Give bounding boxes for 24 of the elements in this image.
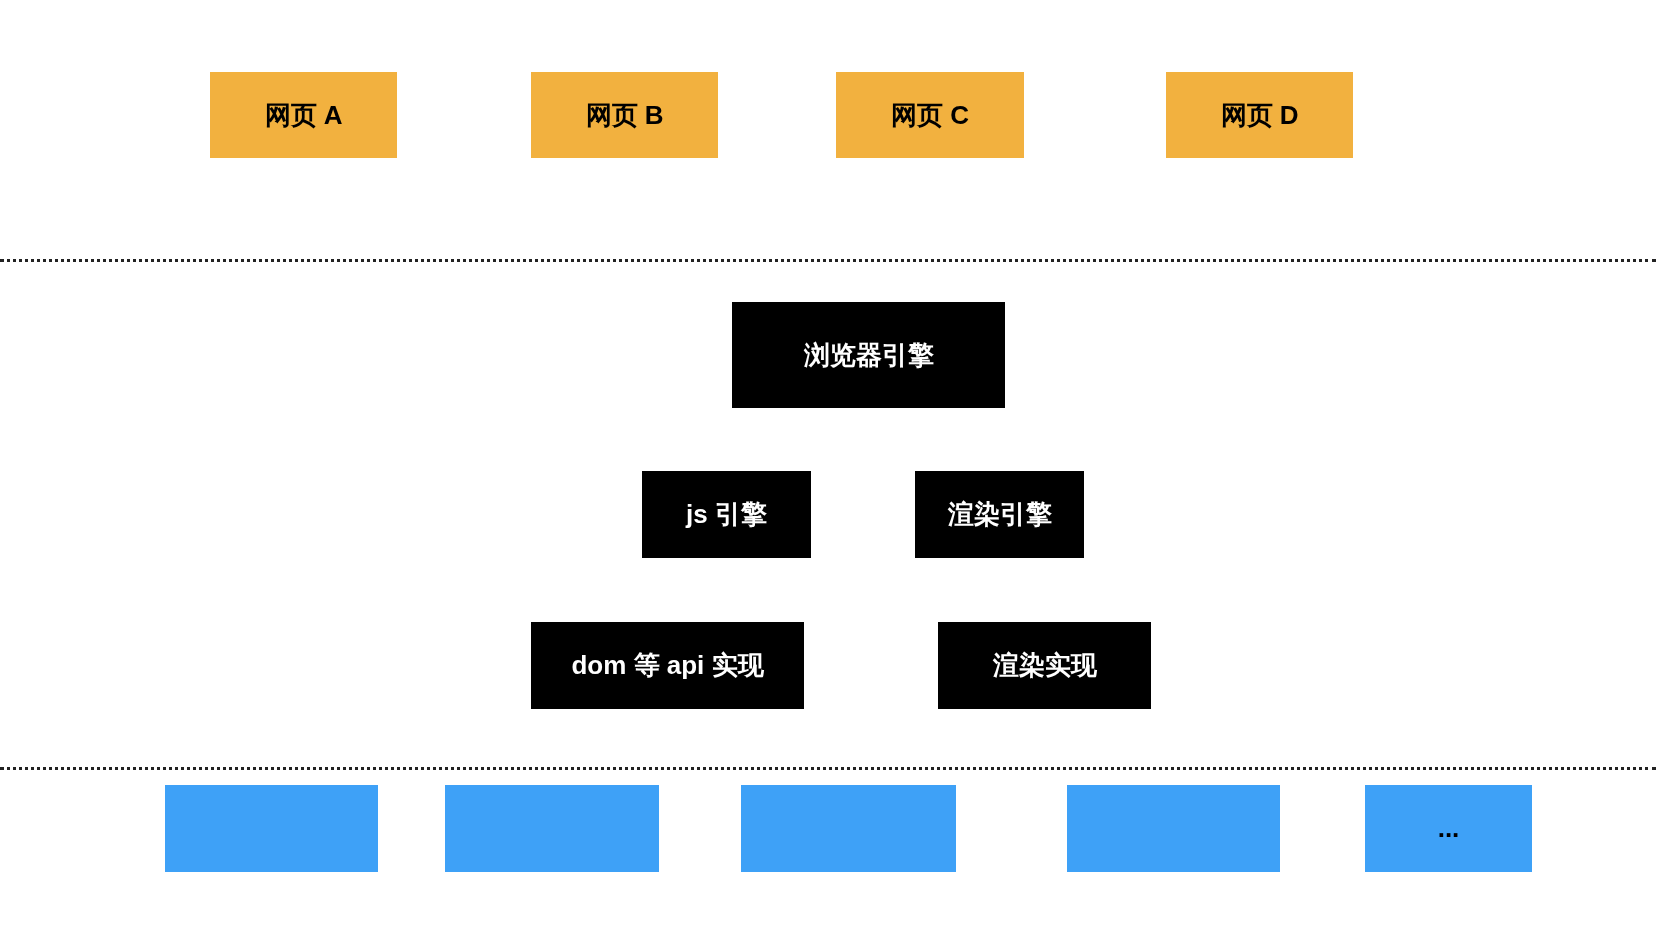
engine-box — [915, 471, 1084, 558]
engine-box — [531, 622, 804, 709]
box-label: 网页 A — [264, 98, 343, 132]
box-label: dom 等 api 实现 — [571, 649, 764, 682]
platform-box — [445, 785, 659, 872]
platform-box — [741, 785, 956, 872]
platform-box — [1067, 785, 1280, 872]
box-label: 浏览器引擎 — [803, 338, 934, 372]
engine-box — [732, 302, 1005, 408]
engine-box — [642, 471, 811, 558]
box-label: 渲染实现 — [992, 649, 1097, 682]
web-page-box — [1166, 72, 1353, 158]
box-label: 网页 C — [891, 98, 969, 132]
web-page-box — [531, 72, 718, 158]
web-page-box — [210, 72, 397, 158]
web-page-box — [836, 72, 1024, 158]
platform-box — [1365, 785, 1532, 872]
engine-box — [938, 622, 1151, 709]
box-label: 渲染引擎 — [947, 498, 1052, 531]
box-label: js 引擎 — [686, 498, 767, 531]
box-label: ... — [1437, 812, 1460, 845]
platform-box — [165, 785, 378, 872]
box-label: 网页 D — [1220, 98, 1299, 132]
box-label: 网页 B — [585, 98, 664, 132]
